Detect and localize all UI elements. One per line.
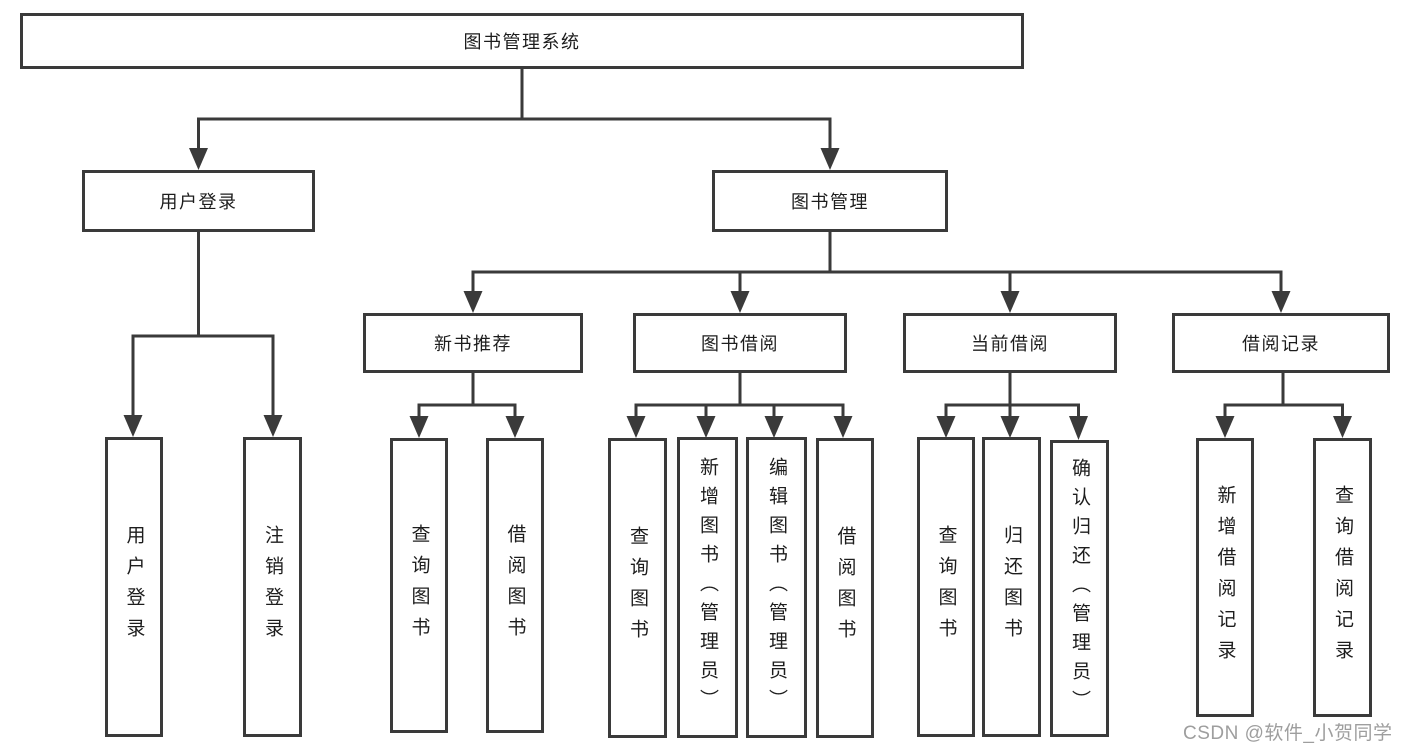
- node-label: 当前借阅: [971, 334, 1049, 354]
- leaf-label: 归还图书: [1001, 525, 1022, 649]
- node-book-management: 图书管理: [712, 170, 948, 232]
- leaf-label: 借阅图书: [834, 526, 856, 650]
- node-new-book-recommend: 新书推荐: [363, 313, 583, 373]
- leaf-edit-books-admin: 编辑图书（管理员）: [746, 437, 807, 738]
- leaf-label: 查询图书: [408, 523, 430, 648]
- leaf-confirm-return-admin: 确认归还（管理员）: [1050, 440, 1109, 737]
- arrowhead-group: [123, 148, 1352, 440]
- node-current-borrow: 当前借阅: [903, 313, 1117, 373]
- node-label: 图书借阅: [701, 334, 779, 354]
- leaf-borrow-books: 借阅图书: [486, 438, 544, 733]
- node-borrow-records: 借阅记录: [1172, 313, 1390, 373]
- node-user-login: 用户登录: [82, 170, 315, 232]
- leaf-label: 新增借阅记录: [1214, 484, 1236, 671]
- leaf-query-books: 查询图书: [608, 438, 667, 738]
- leaf-borrow-books: 借阅图书: [816, 438, 874, 738]
- node-label: 新书推荐: [434, 334, 512, 354]
- leaf-label: 新增图书（管理员）: [697, 457, 718, 718]
- leaf-label: 确认归还（管理员）: [1069, 458, 1090, 719]
- leaf-add-books-admin: 新增图书（管理员）: [677, 437, 738, 738]
- node-label: 图书管理: [791, 192, 869, 212]
- leaf-label: 查询借阅记录: [1332, 484, 1353, 671]
- leaf-add-borrow-record: 新增借阅记录: [1196, 438, 1254, 717]
- leaf-return-books: 归还图书: [982, 437, 1041, 737]
- leaf-logout: 注销登录: [243, 437, 302, 737]
- leaf-query-books: 查询图书: [390, 438, 448, 733]
- leaf-query-borrow-record: 查询借阅记录: [1313, 438, 1372, 717]
- leaf-query-books: 查询图书: [917, 437, 975, 737]
- leaf-label: 查询图书: [935, 525, 957, 649]
- node-label: 用户登录: [159, 192, 238, 212]
- leaf-label: 注销登录: [262, 525, 283, 649]
- node-library-system: 图书管理系统: [20, 13, 1024, 69]
- node-label: 图书管理系统: [463, 32, 581, 52]
- leaf-label: 借阅图书: [504, 523, 526, 648]
- leaf-label: 编辑图书（管理员）: [766, 457, 787, 718]
- node-label: 借阅记录: [1242, 334, 1320, 354]
- node-book-borrow: 图书借阅: [633, 313, 847, 373]
- leaf-label: 用户登录: [123, 525, 145, 649]
- csdn-watermark: CSDN @软件_小贺同学: [1183, 723, 1393, 744]
- leaf-label: 查询图书: [627, 526, 648, 650]
- leaf-user-login: 用户登录: [105, 437, 163, 737]
